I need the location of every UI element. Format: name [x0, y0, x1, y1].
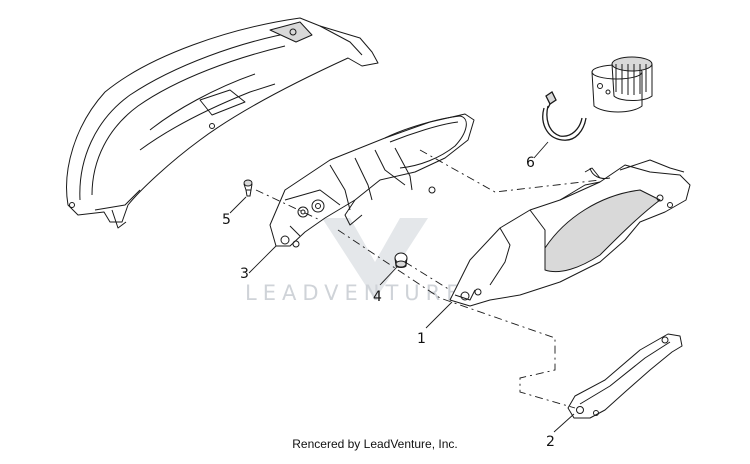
callout-4: 4	[373, 289, 382, 305]
part-4-grommet	[394, 252, 408, 268]
callout-3: 3	[240, 266, 249, 282]
callout-6: 6	[526, 155, 535, 171]
credit-text: Rencered by LeadVenture, Inc.	[292, 437, 457, 451]
part-2-bracket	[567, 333, 683, 419]
watermark-text: LEADVENTURE	[245, 281, 466, 305]
watermark: LEADVENTURE	[245, 218, 466, 305]
callout-5: 5	[222, 212, 231, 228]
part-5-fastener	[243, 179, 253, 197]
part-6-clamp	[542, 91, 587, 141]
watermark-logo	[322, 218, 428, 300]
part-1-side-panel	[428, 159, 691, 307]
filter-cylinder	[591, 56, 653, 113]
callout-2: 2	[546, 434, 555, 450]
callout-1: 1	[417, 331, 426, 347]
part-3-duct	[269, 113, 475, 248]
assembly-lines	[255, 149, 601, 409]
leader-lines	[229, 141, 575, 433]
top-cover-part	[66, 17, 379, 229]
callout-labels: 1 2 3 4 5 6	[222, 155, 555, 450]
